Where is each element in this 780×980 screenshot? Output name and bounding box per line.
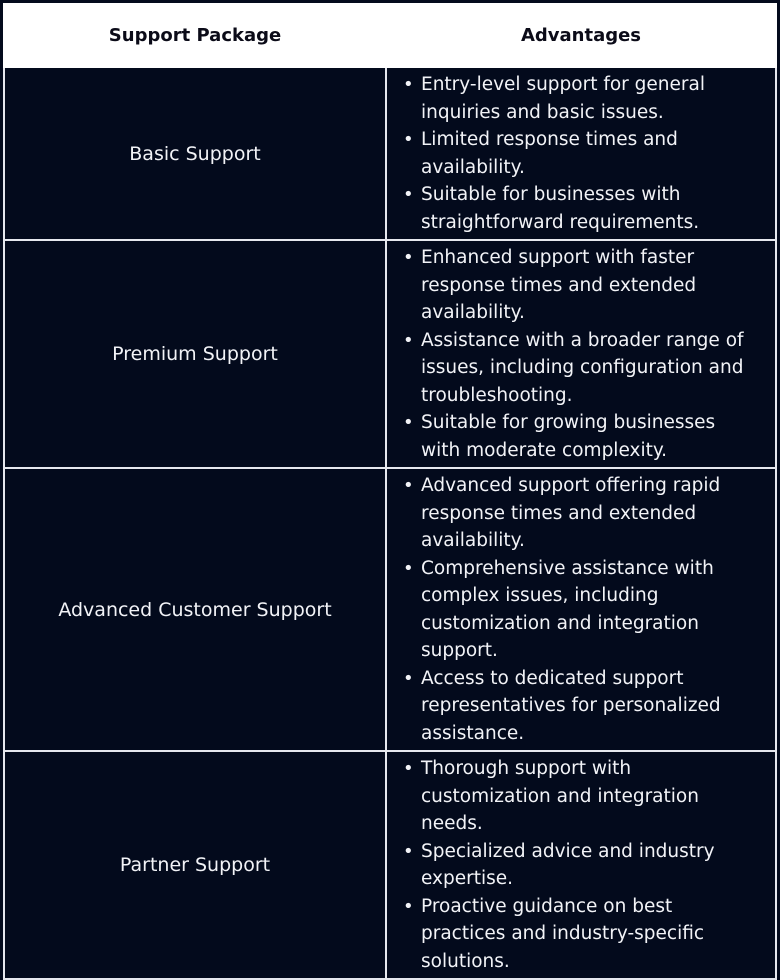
- advantage-item: • Limited response times and availability.: [387, 126, 775, 181]
- advantages-list: • Advanced support offering rapid response…: [387, 469, 775, 750]
- advantage-line: assistance.: [421, 722, 525, 744]
- bullet-icon: •: [403, 184, 414, 205]
- advantage-line: customization and integration: [421, 612, 699, 634]
- advantage-item: • Thorough support with customization and …: [387, 755, 775, 838]
- advantage-item: • Assistance with a broader range of issue…: [387, 327, 775, 410]
- advantage-line: availability.: [421, 530, 525, 551]
- package-name: Partner Support: [3, 750, 387, 980]
- support-packages-table: Support Package Advantages Basic Support…: [3, 3, 777, 980]
- advantages-list: • Enhanced support with faster response ti…: [387, 241, 775, 467]
- table-row: Advanced Customer Support • Advanced supp…: [3, 467, 777, 752]
- advantage-line: Entry-level support for general: [421, 74, 705, 95]
- advantage-line: Proactive guidance on best: [421, 895, 673, 917]
- advantages-cell: • Thorough support with customization and …: [385, 750, 777, 980]
- advantage-line: availability.: [421, 302, 525, 323]
- advantages-list: • Thorough support with customization and …: [387, 752, 775, 978]
- advantage-item: • Specialized advice and industry expertis…: [387, 838, 775, 893]
- advantage-item: • Suitable for businesses with straightfor…: [387, 181, 775, 236]
- advantage-item: • Suitable for growing businesses with mod…: [387, 409, 775, 464]
- advantage-item: • Proactive guidance on best practices and…: [387, 893, 775, 976]
- bullet-icon: •: [403, 840, 414, 862]
- advantages-list: • Entry-level support for general inquirie…: [387, 68, 775, 239]
- header-row: Support Package Advantages: [3, 3, 777, 68]
- advantages-cell: • Advanced support offering rapid response…: [385, 467, 777, 752]
- advantage-line: expertise.: [421, 868, 514, 889]
- bullet-icon: •: [403, 329, 414, 351]
- bullet-icon: •: [403, 247, 414, 268]
- advantage-line: Suitable for growing businesses: [421, 412, 716, 433]
- advantage-line: Access to dedicated support: [421, 667, 684, 689]
- advantage-line: needs.: [421, 813, 483, 834]
- table-row: Basic Support • Entry-level support for g…: [3, 66, 777, 241]
- advantage-line: availability.: [421, 156, 525, 178]
- advantage-item: • Comprehensive assistance with complex is…: [387, 555, 775, 665]
- bullet-icon: •: [403, 758, 414, 779]
- bullet-icon: •: [403, 74, 414, 95]
- advantage-line: issues, including configuration and: [421, 357, 744, 378]
- advantage-line: Limited response times and: [421, 129, 678, 150]
- advantage-line: complex issues, including: [421, 585, 659, 606]
- advantage-line: solutions.: [421, 950, 510, 972]
- bullet-icon: •: [403, 475, 414, 496]
- header-advantages: Advantages: [385, 3, 777, 68]
- advantage-item: • Enhanced support with faster response ti…: [387, 244, 775, 327]
- advantage-item: • Entry-level support for general inquirie…: [387, 71, 775, 126]
- advantage-line: Suitable for businesses with: [421, 184, 681, 205]
- advantage-line: response times and extended: [421, 502, 697, 524]
- advantage-line: straightforward requirements.: [421, 211, 700, 233]
- advantage-line: practices and industry-specific: [421, 923, 705, 944]
- advantage-line: response times and extended: [421, 274, 697, 296]
- advantage-item: • Advanced support offering rapid response…: [387, 472, 775, 555]
- package-name: Basic Support: [3, 66, 387, 241]
- package-name: Premium Support: [3, 239, 387, 469]
- table-row: Partner Support • Thorough support with cu…: [3, 750, 777, 980]
- advantage-line: inquiries and basic issues.: [421, 101, 664, 123]
- advantage-item: • Access to dedicated support representati…: [387, 665, 775, 748]
- advantage-line: with moderate complexity.: [421, 439, 668, 461]
- bullet-icon: •: [403, 412, 414, 433]
- table-row: Premium Support • Enhanced support with f…: [3, 239, 777, 469]
- advantage-line: Enhanced support with faster: [421, 247, 695, 268]
- advantage-line: troubleshooting.: [421, 384, 573, 406]
- advantage-line: representatives for personalized: [421, 695, 721, 716]
- advantage-line: Comprehensive assistance with: [421, 557, 714, 579]
- advantages-cell: • Entry-level support for general inquirie…: [385, 66, 777, 241]
- header-support-package: Support Package: [3, 3, 387, 68]
- advantage-line: Specialized advice and industry: [421, 840, 715, 862]
- bullet-icon: •: [403, 557, 414, 579]
- advantage-line: Advanced support offering rapid: [421, 475, 721, 496]
- bullet-icon: •: [403, 129, 414, 150]
- advantage-line: Thorough support with: [421, 758, 632, 779]
- advantage-line: support.: [421, 640, 498, 661]
- bullet-icon: •: [403, 667, 414, 689]
- advantage-line: customization and integration: [421, 785, 699, 807]
- advantage-line: Assistance with a broader range of: [421, 329, 744, 351]
- bullet-icon: •: [403, 895, 414, 917]
- advantages-cell: • Enhanced support with faster response ti…: [385, 239, 777, 469]
- package-name: Advanced Customer Support: [3, 467, 387, 752]
